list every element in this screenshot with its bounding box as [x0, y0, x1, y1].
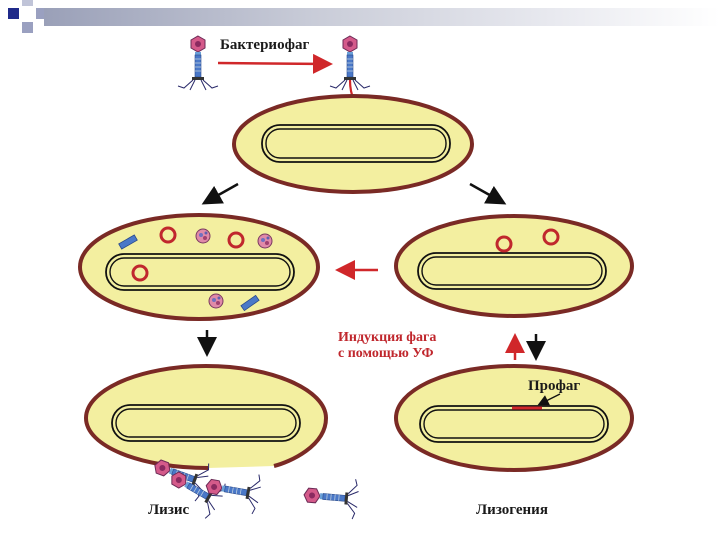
free-phage [178, 36, 218, 90]
label-lysis: Лизис [148, 502, 189, 519]
cell-lysogenic-entry [396, 216, 632, 316]
released-phage [302, 475, 359, 520]
attachment-arrow [218, 63, 328, 64]
released-phage [203, 466, 263, 515]
arrow-to-lysogenic [470, 184, 502, 202]
label-bacteriophage: Бактериофаг [220, 37, 309, 54]
label-prophage: Профаг [528, 378, 580, 395]
label-induction-line1: Индукция фага [338, 330, 436, 346]
cell-prophage [396, 366, 632, 470]
cell-lysing [86, 366, 326, 468]
cell-infected [234, 96, 472, 192]
cell-lytic [80, 215, 318, 319]
label-lysogeny: Лизогения [476, 502, 548, 519]
label-induction-line2: с помощью УФ [338, 346, 436, 362]
arrow-to-lytic [206, 184, 238, 202]
label-induction: Индукция фага с помощью УФ [338, 330, 436, 362]
